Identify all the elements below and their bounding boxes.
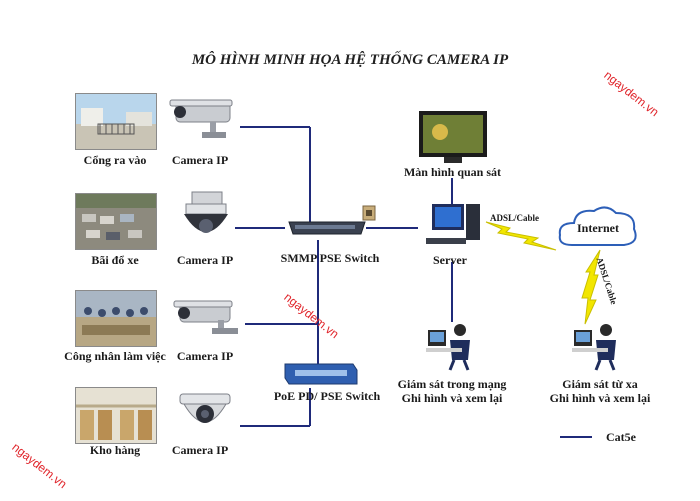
bullet-camera-icon — [168, 96, 240, 149]
server-computer-icon — [418, 200, 486, 255]
poe-switch-icon — [283, 360, 359, 393]
photo-gate — [75, 93, 157, 150]
monitor-label: Màn hình quan sát — [403, 165, 502, 179]
smmp-switch-label: SMMP PSE Switch — [280, 251, 380, 265]
dome-camera-icon — [178, 390, 234, 439]
location-label-workers: Công nhân làm việc — [64, 349, 166, 363]
lightning-internet-remote — [581, 249, 601, 325]
local-monitor-line-2: Ghi hình và xem lại — [401, 391, 503, 405]
remote-monitor-line-1: Giám sát từ xa — [562, 377, 638, 391]
photo-warehouse — [75, 387, 157, 444]
smmp-switch-icon — [285, 216, 369, 245]
power-outlet-icon — [362, 205, 376, 226]
monitor-icon — [418, 110, 488, 170]
diagram-title: MÔ HÌNH MINH HỌA HỆ THỐNG CAMERA IP — [191, 52, 509, 68]
camera-label-3: Camera IP — [176, 349, 234, 363]
camera-label-1: Camera IP — [171, 153, 229, 167]
location-label-gate: Cổng ra vào — [83, 153, 147, 167]
local-monitor-line-1: Giám sát trong mạng — [397, 377, 507, 391]
location-label-parking: Bãi đổ xe — [91, 253, 139, 267]
camera-label-4: Camera IP — [171, 443, 229, 457]
local-workstation-icon — [424, 318, 480, 377]
lightning-server-internet — [485, 221, 557, 251]
remote-workstation-icon — [570, 318, 626, 377]
photo-parking — [75, 193, 157, 250]
server-label: Server — [433, 253, 467, 267]
photo-workers — [75, 290, 157, 347]
internet-label: Internet — [577, 221, 619, 235]
internet-cloud-icon — [556, 203, 640, 260]
camera-label-2: Camera IP — [176, 253, 234, 267]
location-label-warehouse: Kho hàng — [89, 443, 141, 457]
remote-monitor-line-2: Ghi hình và xem lại — [549, 391, 651, 405]
poe-switch-label: PoE PD/ PSE Switch — [273, 389, 381, 403]
legend-label: Cat5e — [606, 430, 636, 444]
ptz-dome-camera-icon — [172, 190, 232, 250]
adsl-label: ADSL/Cable — [490, 213, 540, 223]
bullet-camera-icon — [172, 296, 244, 349]
